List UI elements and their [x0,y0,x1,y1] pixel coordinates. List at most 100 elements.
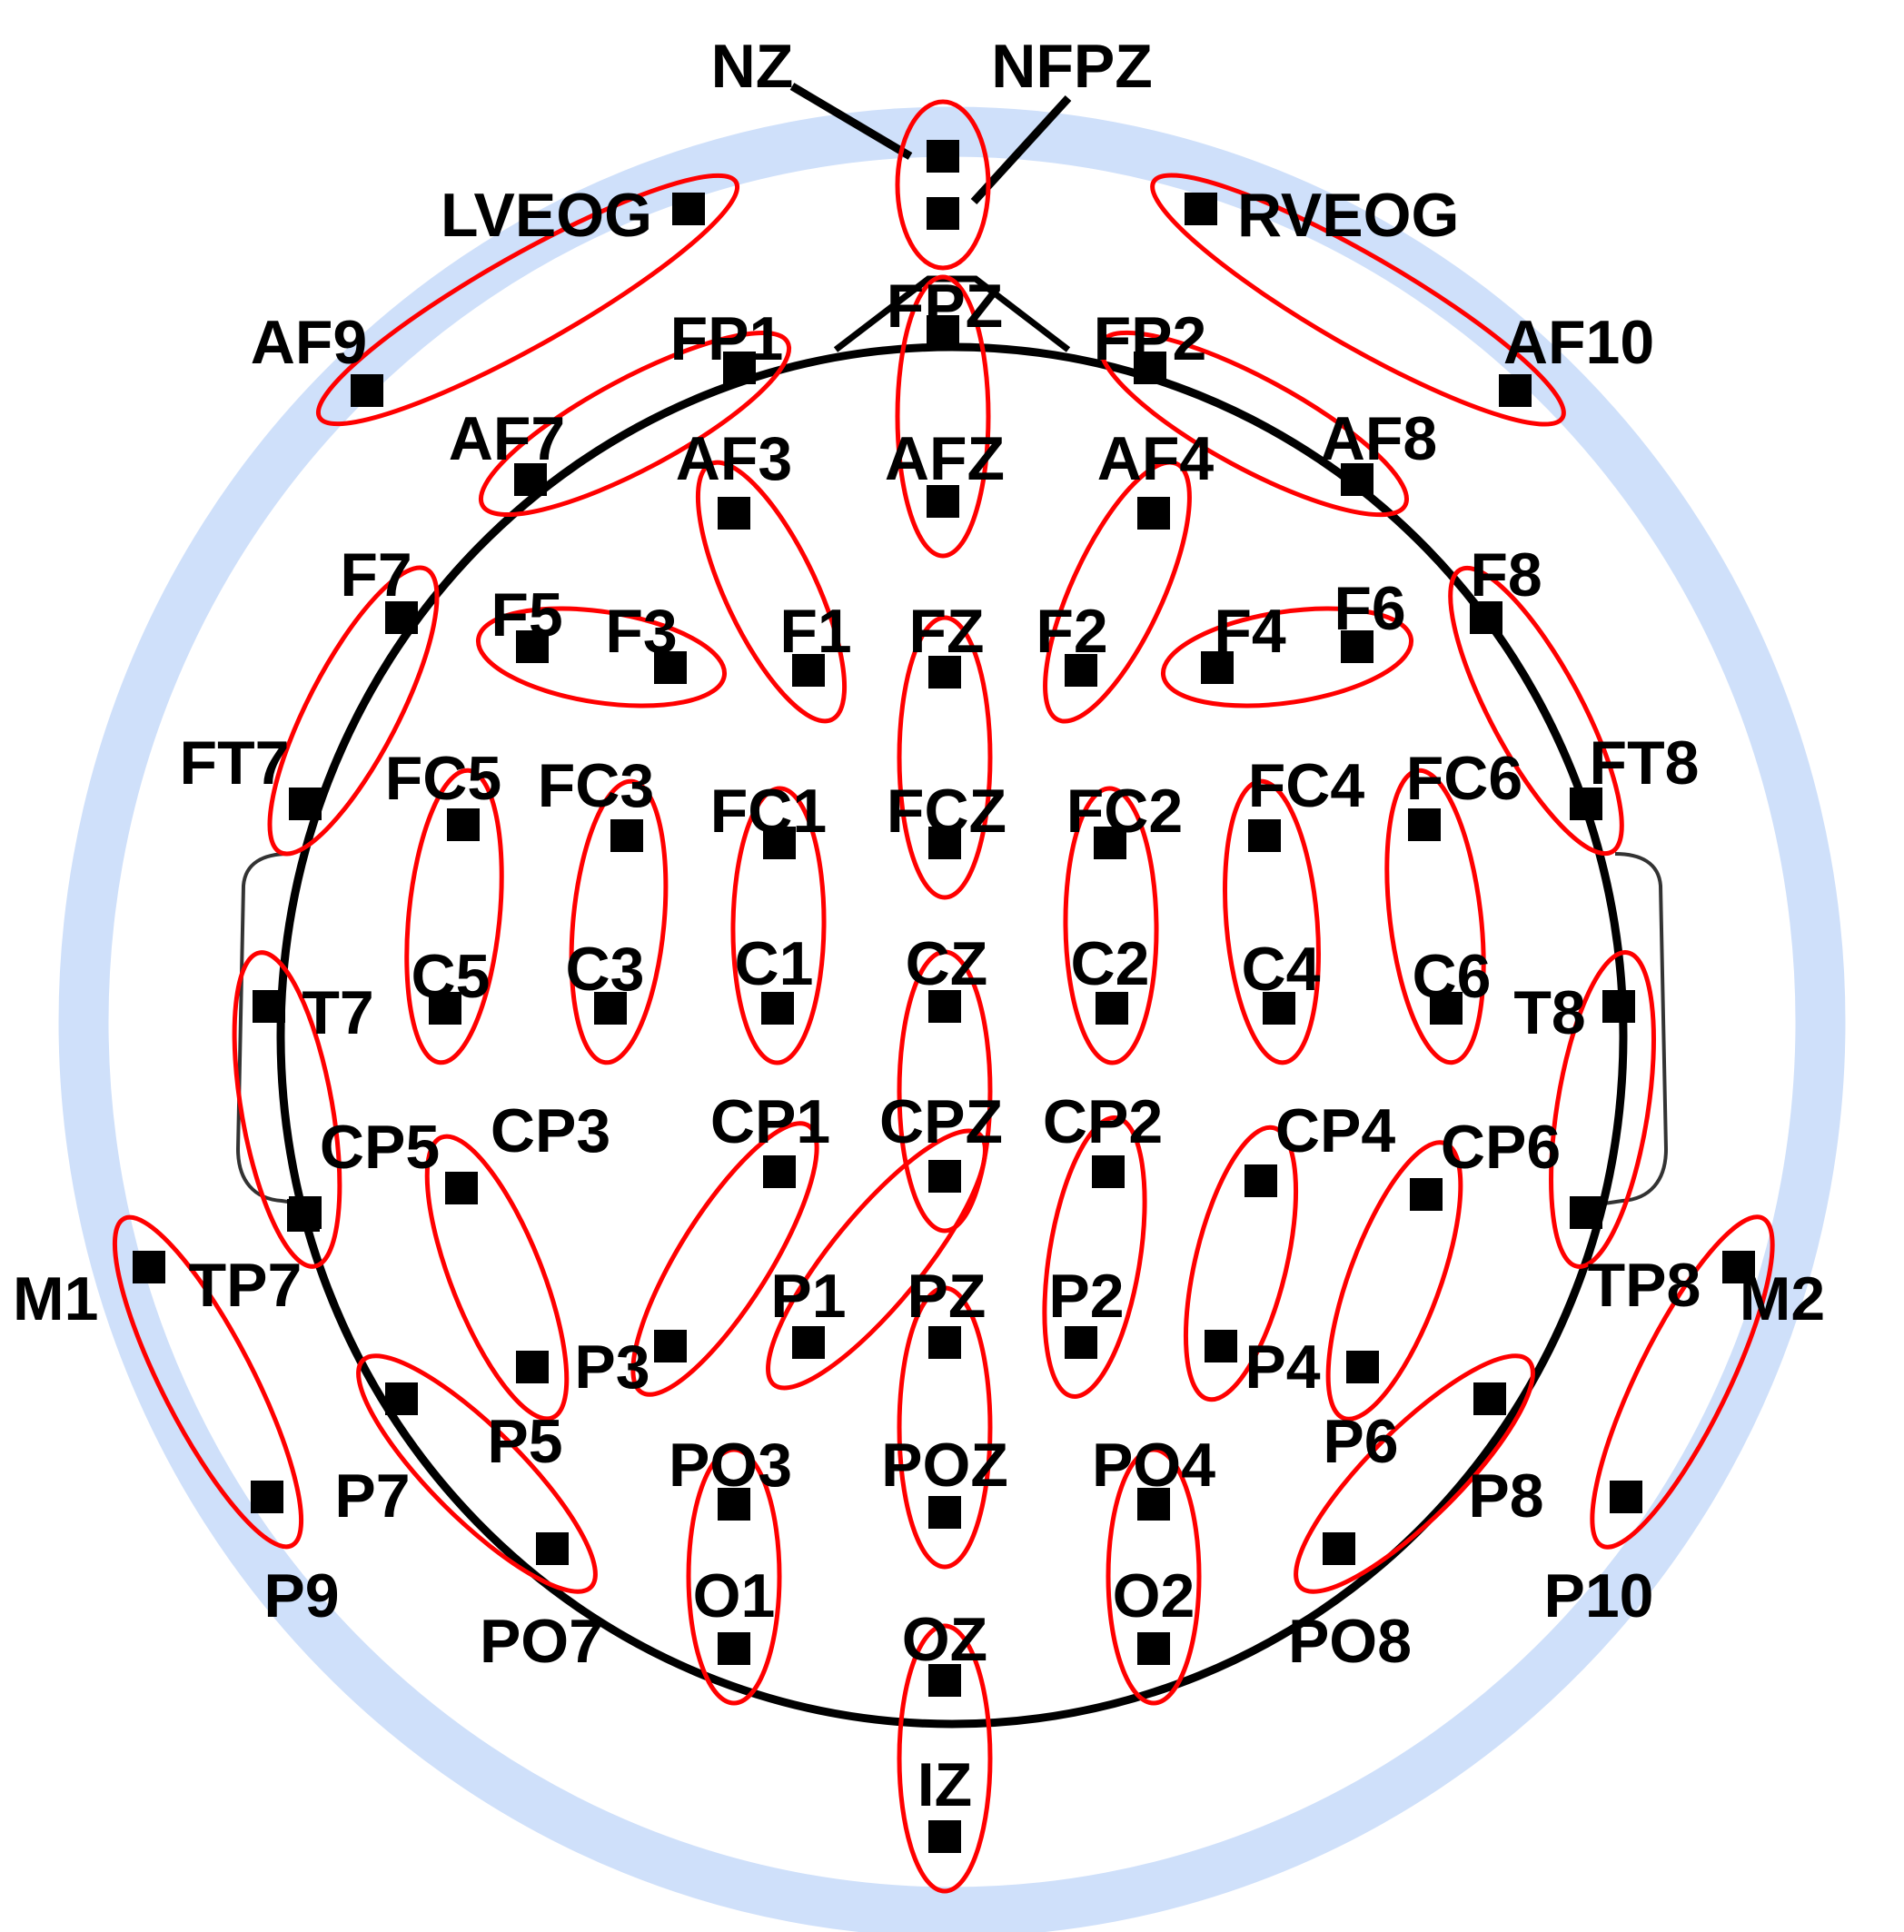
electrode-afz [927,485,959,518]
outer-blue-ring [58,106,1846,1932]
electrode-cp4 [1245,1164,1277,1197]
electrode-ft7 [289,788,322,820]
electrode-fc2 [1094,827,1126,859]
pair-ellipse-p8-po8 [1294,1353,1535,1594]
electrode-fc4 [1248,819,1281,852]
pair-ellipse-lveog-af9 [315,173,740,427]
label-c2: C2 [1071,929,1150,998]
electrode-p6 [1346,1351,1379,1383]
label-cp3: CP3 [491,1096,610,1165]
label-fpz: FPZ [887,272,1003,341]
electrode-fc6 [1408,808,1441,841]
label-f4: F4 [1214,597,1286,666]
electrode-po3 [718,1488,750,1521]
pair-ellipse-fz-fcz [897,615,993,900]
pair-ellipse-fc4-c4 [1222,778,1322,1065]
label-fc1: FC1 [710,777,827,846]
electrode-p5 [516,1351,549,1383]
label-p2: P2 [1048,1262,1124,1331]
pair-ellipse-f7-ft7 [267,565,440,857]
pair-ellipse-t7-cp5 [232,950,342,1269]
label-c1: C1 [735,929,814,998]
pair-ellipse-fc5-c5 [404,768,504,1065]
label-po3: PO3 [669,1431,792,1500]
electrode-pz [928,1326,961,1359]
electrode-po4 [1137,1488,1170,1521]
pair-ellipse-fc1-c1 [730,786,827,1065]
label-oz: OZ [902,1605,987,1674]
label-c4: C4 [1242,935,1321,1004]
pair-ellipse-t8-cp6 [1549,950,1656,1269]
electrode-f7 [385,601,418,634]
electrode-af7 [514,463,547,496]
electrode-tp7-square [287,1199,320,1232]
electrode-ft8 [1570,788,1602,820]
label-f7: F7 [340,540,412,609]
label-o2: O2 [1113,1561,1195,1630]
electrode-f1 [792,654,825,687]
label-iz: IZ [917,1750,972,1819]
electrode-f3 [654,651,687,684]
electrode-poz [928,1496,961,1529]
pair-ellipse-m1-p9 [112,1214,304,1550]
pair-ellipse-m2-p10 [1590,1214,1775,1550]
label-c5: C5 [412,942,491,1011]
electrode-cp3 [445,1172,478,1204]
electrode-f2 [1065,654,1097,687]
electrode-fpz [927,315,959,348]
electrode-cp2 [1092,1155,1125,1188]
label-af8: AF8 [1321,404,1437,473]
label-fcz: FCZ [887,777,1007,846]
electrode-o1 [718,1632,750,1665]
electrode-c6 [1430,992,1463,1025]
electrode-c3 [594,992,627,1025]
electrode-m2 [1722,1251,1755,1283]
right-ear-outline [1603,852,1669,1205]
electrode-t7 [253,990,285,1023]
electrode-p9 [251,1481,283,1513]
electrode-p8 [1473,1382,1506,1415]
electrode-iz [928,1820,961,1853]
pair-ellipse-po4-o2 [1106,1447,1202,1706]
pair-ellipse-nz-nfpz [895,99,991,271]
electrode-f8 [1470,601,1502,634]
electrode-lveog [672,193,705,225]
label-o1: O1 [693,1561,776,1630]
label-af9: AF9 [251,308,367,377]
label-p5: P5 [487,1407,562,1476]
label-po8: PO8 [1288,1607,1412,1676]
pair-ellipse-f4-f6 [1160,606,1414,708]
pair-ellipse-cp4-p4 [1183,1125,1299,1402]
pair-ellipse-fc6-c6 [1384,768,1486,1065]
label-tp8: TP8 [1588,1251,1701,1320]
pair-ellipse-f8-ft8 [1448,565,1624,857]
label-fc4: FC4 [1248,751,1365,820]
electrode-c1 [761,992,794,1025]
electrode-c2 [1096,992,1128,1025]
label-f5: F5 [491,580,562,649]
label-f8: F8 [1470,540,1542,609]
label-fp2: FP2 [1094,304,1207,373]
electrode-fz [928,656,961,689]
label-p8: P8 [1468,1461,1543,1531]
label-p10: P10 [1544,1561,1654,1630]
label-af4: AF4 [1097,424,1215,493]
electrode-fcz [928,827,961,859]
label-cp4: CP4 [1275,1096,1395,1165]
electrode-af4 [1137,497,1170,530]
label-t7: T7 [302,978,373,1047]
pair-ellipse-fpz-afz [895,274,991,559]
pair-ellipse-oz-iz [897,1623,993,1894]
label-f2: F2 [1036,597,1107,666]
label-lveog: LVEOG [441,181,652,250]
electrode-fp2 [1134,352,1166,384]
electrode-p10 [1610,1481,1642,1513]
pair-ellipse-pz-poz [897,1285,993,1570]
electrode-f6 [1341,630,1373,663]
electrode-fc5 [447,808,480,841]
pair-ellipse-cp2-p2 [1042,1115,1147,1399]
label-ft7: FT7 [180,728,290,798]
label-poz: POZ [881,1431,1008,1500]
